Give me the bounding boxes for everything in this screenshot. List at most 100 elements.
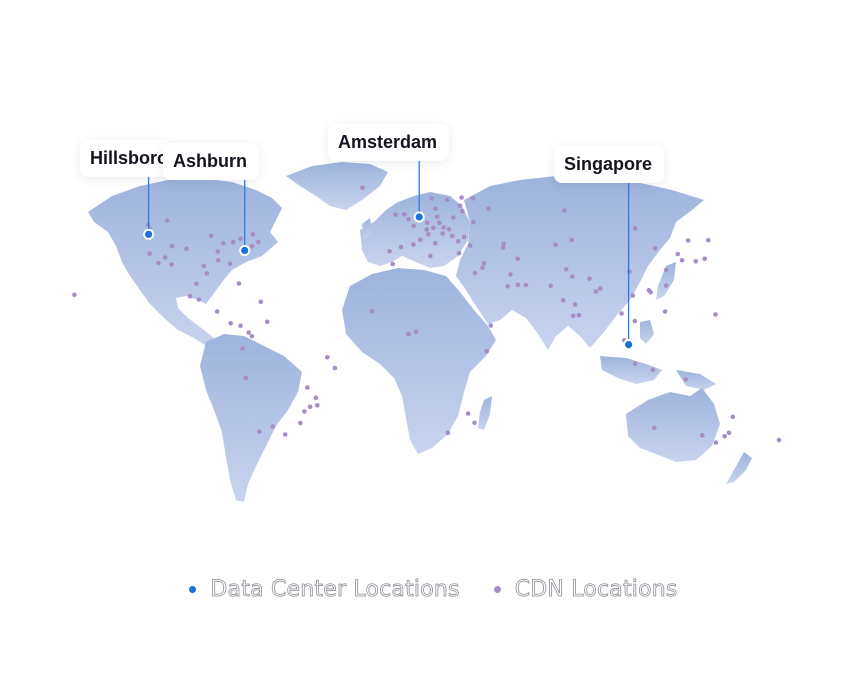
cdn-marker xyxy=(446,227,452,232)
cdn-marker xyxy=(472,270,478,276)
cdn-marker xyxy=(147,251,152,256)
cdn-marker xyxy=(563,267,569,272)
cdn-marker xyxy=(726,430,732,436)
data-center-markers xyxy=(143,211,635,351)
cdn-marker xyxy=(401,212,407,217)
cdn-marker xyxy=(194,281,199,287)
cdn-marker xyxy=(455,239,461,244)
cdn-marker xyxy=(246,330,251,335)
cdn-marker xyxy=(593,289,599,294)
cdn-marker xyxy=(662,309,668,314)
cdn-marker xyxy=(169,262,174,267)
legend-item-data-center: Data Center Locations xyxy=(189,576,460,602)
cdn-marker xyxy=(515,256,520,262)
cdn-marker xyxy=(236,281,242,286)
cdn-marker xyxy=(429,196,435,201)
cdn-marker xyxy=(257,429,262,434)
cdn-marker xyxy=(776,437,782,443)
cdn-marker xyxy=(501,241,507,247)
cdn-marker xyxy=(437,220,442,226)
cdn-marker xyxy=(196,297,202,302)
data-center-leader-lines xyxy=(147,161,630,345)
label-ashburn-text: Ashburn xyxy=(173,151,247,171)
cdn-marker xyxy=(282,432,288,437)
cdn-marker xyxy=(440,231,446,236)
cdn-marker xyxy=(426,232,431,237)
cdn-marker xyxy=(418,237,423,243)
data-center-dot-icon xyxy=(189,585,197,593)
cdn-marker xyxy=(434,214,440,220)
cdn-marker xyxy=(470,196,476,201)
cdn-marker xyxy=(411,242,416,247)
cdn-marker xyxy=(713,312,718,317)
cdn-marker xyxy=(250,232,256,237)
cdn-marker xyxy=(480,265,485,271)
cdn-marker xyxy=(313,395,319,401)
cdn-marker xyxy=(258,299,264,305)
legend-item-cdn: CDN Locations xyxy=(493,576,678,602)
cdn-marker xyxy=(675,251,681,257)
cdn-marker xyxy=(204,271,210,276)
cdn-marker xyxy=(240,346,245,351)
cdn-marker xyxy=(587,276,592,282)
cdn-marker xyxy=(445,430,451,436)
cdn-marker xyxy=(215,249,221,254)
cdn-marker xyxy=(449,233,455,239)
cdn-marker xyxy=(406,331,411,337)
cdn-marker xyxy=(413,329,419,335)
cdn-marker xyxy=(305,385,310,390)
data-center-marker-ashburn xyxy=(241,246,249,255)
new-zealand xyxy=(726,452,752,484)
cdn-marker xyxy=(570,313,576,319)
cdn-marker xyxy=(713,440,719,445)
cdn-marker xyxy=(467,243,473,248)
cdn-marker xyxy=(227,261,233,267)
cdn-marker xyxy=(72,292,77,298)
cdn-marker xyxy=(238,323,243,329)
cdn-marker xyxy=(650,367,656,373)
cdn-marker xyxy=(465,411,471,416)
cdn-marker xyxy=(471,219,476,225)
cdn-marker xyxy=(548,283,553,289)
cdn-marker xyxy=(627,269,632,274)
cdn-marker xyxy=(515,282,521,288)
cdn-marker xyxy=(315,403,320,408)
cdn-marker xyxy=(433,241,438,246)
cdn-marker xyxy=(390,261,396,267)
south-america xyxy=(200,334,302,502)
cdn-marker xyxy=(243,375,249,381)
cdn-marker xyxy=(387,249,392,254)
cdn-marker xyxy=(214,309,220,314)
data-center-marker-singapore xyxy=(625,341,633,349)
cdn-dot-icon xyxy=(493,585,501,593)
cdn-marker xyxy=(679,258,685,263)
cdn-marker xyxy=(307,404,313,410)
cdn-marker xyxy=(302,409,307,414)
united-kingdom xyxy=(362,218,372,240)
label-singapore-text: Singapore xyxy=(564,154,653,174)
cdn-marker xyxy=(298,420,303,426)
cdn-marker xyxy=(572,302,578,307)
data-center-marker-amsterdam xyxy=(415,213,423,221)
southeast-asia-islands xyxy=(600,356,662,384)
cdn-marker xyxy=(411,223,417,229)
cdn-marker xyxy=(553,242,558,248)
cdn-marker xyxy=(187,294,193,299)
cdn-marker xyxy=(459,195,464,200)
cdn-marker xyxy=(685,238,691,243)
cdn-marker xyxy=(424,220,430,226)
label-hillsboro: Hillsboro xyxy=(80,140,172,177)
cdn-marker xyxy=(700,433,705,438)
cdn-marker xyxy=(398,244,404,250)
cdn-marker xyxy=(730,414,736,420)
cdn-marker xyxy=(228,321,233,326)
cdn-marker xyxy=(208,233,214,239)
africa xyxy=(342,268,496,454)
cdn-markers xyxy=(72,185,782,445)
cdn-marker xyxy=(706,238,711,243)
cdn-marker xyxy=(508,272,513,277)
label-singapore: Singapore xyxy=(554,146,665,183)
cdn-marker xyxy=(431,225,436,231)
cdn-marker xyxy=(169,243,175,249)
